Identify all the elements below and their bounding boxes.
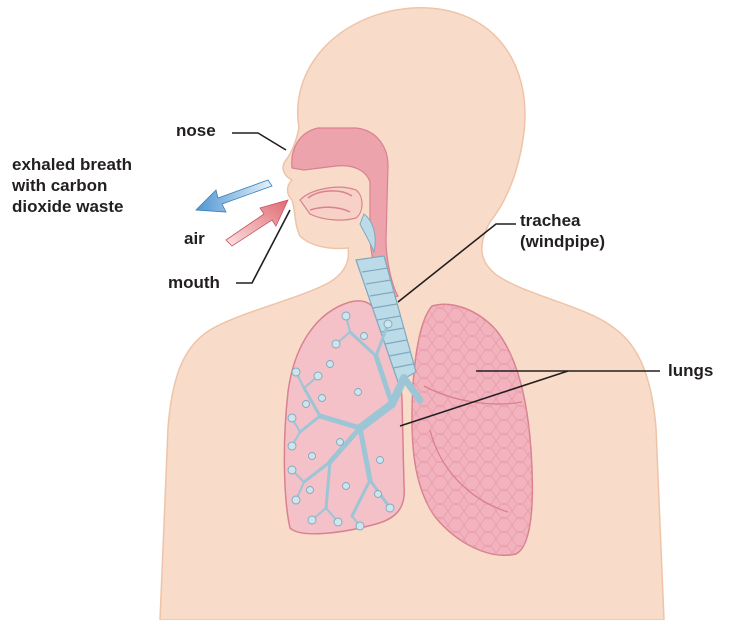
air-label: air	[184, 228, 205, 249]
body-silhouette	[160, 8, 664, 620]
lungs-label: lungs	[668, 360, 713, 381]
exhale-arrow	[196, 180, 272, 212]
nose-label: nose	[176, 120, 216, 141]
nose-leader	[232, 133, 286, 150]
exhaled-breath-label: exhaled breath with carbon dioxide waste	[12, 154, 132, 217]
mouth-label: mouth	[168, 272, 220, 293]
inhale-arrow	[226, 200, 288, 246]
trachea-label: trachea (windpipe)	[520, 210, 605, 252]
